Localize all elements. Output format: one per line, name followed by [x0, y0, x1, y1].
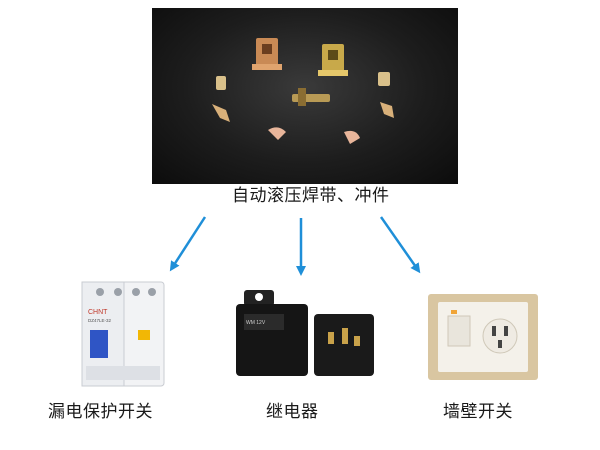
center-terminal-part — [298, 88, 306, 106]
contact-pad-part — [344, 130, 360, 144]
wall-switch-caption: 墙壁开关 — [443, 402, 513, 422]
leakage-switch-caption: 漏电保护开关 — [48, 402, 153, 422]
bent-strip-part — [380, 102, 394, 118]
arrow-to-leakage-switch — [169, 216, 207, 272]
relay-image: WM 12V — [232, 284, 382, 388]
wall-switch-image — [426, 292, 540, 386]
leakage-switch-image: CHNT DZ47LE-32 — [78, 278, 168, 394]
brass-bracket-part — [318, 44, 348, 76]
small-tab-part — [216, 76, 226, 90]
bent-strip-part — [212, 104, 230, 122]
breaker-model-label: DZ47LE-32 — [88, 318, 112, 323]
contact-pad-part — [268, 127, 286, 140]
relay-caption: 继电器 — [266, 402, 319, 422]
small-tab-part — [378, 72, 390, 86]
stamped-parts-illustration — [212, 38, 394, 144]
stamped-parts-photo — [152, 8, 458, 184]
svg-text:WM 12V: WM 12V — [246, 320, 266, 326]
breaker-brand-label: CHNT — [88, 309, 108, 316]
arrow-to-wall-switch — [379, 216, 421, 274]
copper-bracket-part — [252, 38, 282, 70]
source-caption: 自动滚压焊带、冲件 — [232, 186, 390, 206]
